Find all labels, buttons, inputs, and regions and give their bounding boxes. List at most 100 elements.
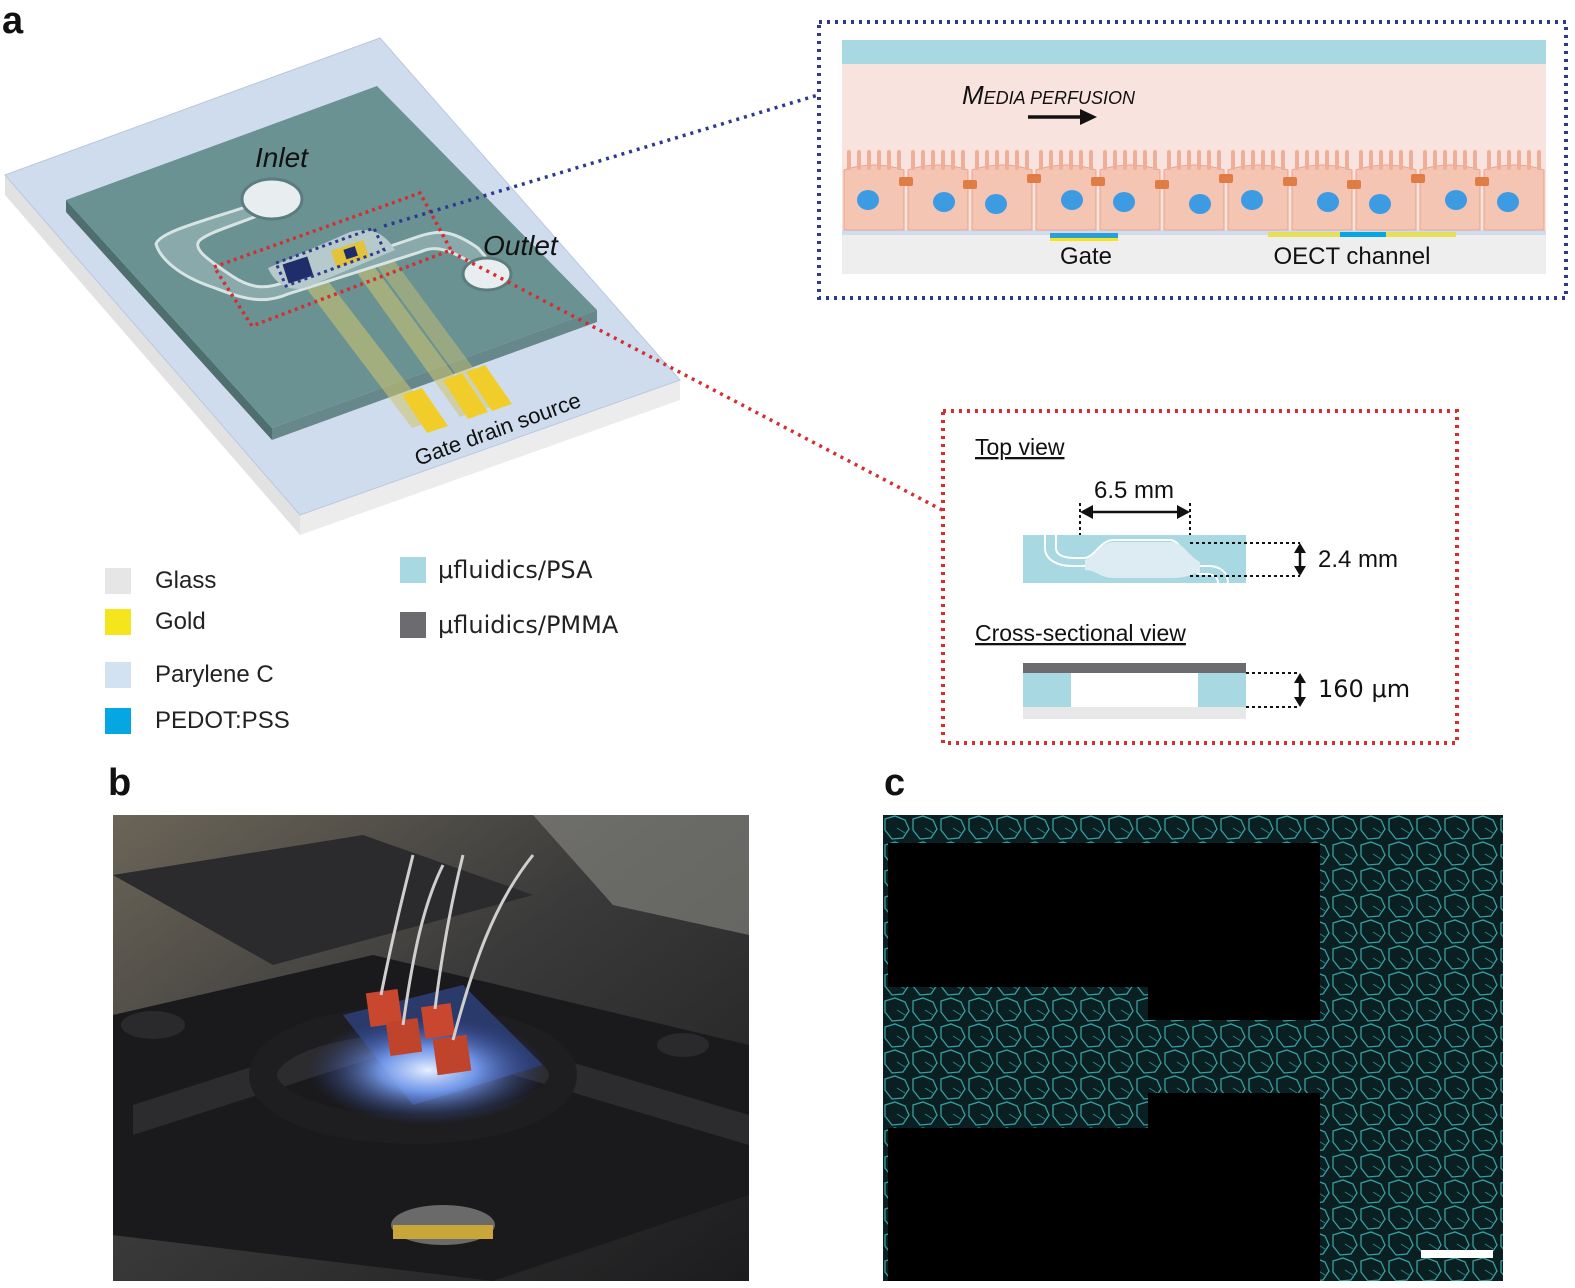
tube-holder-2 xyxy=(385,1017,423,1057)
top-view-label: Top view xyxy=(975,434,1065,460)
legend-swatch xyxy=(400,612,426,638)
cell-nucleus xyxy=(985,194,1007,214)
microscope-arm-light xyxy=(533,815,749,935)
red-connector xyxy=(450,250,945,513)
cell-nucleus xyxy=(1241,190,1263,210)
microfluidic-edge xyxy=(66,200,272,440)
gold-trace-source xyxy=(365,244,500,410)
oect-channel-pedot xyxy=(343,246,358,260)
legend-glass: Glass xyxy=(105,567,216,595)
tight-junction xyxy=(1283,177,1297,186)
tube-holder-3 xyxy=(420,1003,456,1039)
tube-holder-1 xyxy=(365,988,403,1028)
media-perfusion-arrowhead xyxy=(1080,109,1097,125)
legend-label: μfluidics/PSA xyxy=(438,556,593,584)
top-view-channel-inner xyxy=(1055,535,1219,584)
cell-nucleus xyxy=(857,190,879,210)
cross-glass xyxy=(1023,707,1246,719)
tight-junction xyxy=(1027,174,1041,183)
objective-band xyxy=(393,1225,493,1239)
red-selection-box xyxy=(211,190,454,329)
width-label: 2.4 mm xyxy=(1318,546,1398,573)
tubing-3 xyxy=(433,854,465,1010)
legend-label: μfluidics/PMMA xyxy=(438,611,619,639)
glass-edge-right xyxy=(300,380,680,535)
tight-junction xyxy=(1347,180,1361,189)
cell-nucleus xyxy=(1497,192,1519,212)
cell-monolayer xyxy=(843,150,1545,231)
cross-pmma xyxy=(1023,663,1246,673)
fluorescence-image xyxy=(883,815,1503,1281)
cross-view-label: Cross-sectional view xyxy=(975,620,1186,646)
tubing-4 xyxy=(451,854,535,1041)
cell-nucleus xyxy=(1317,192,1339,212)
inlet-label: Inlet xyxy=(255,142,309,173)
tight-junction xyxy=(963,180,977,189)
outlet-label: Outlet xyxy=(483,230,559,261)
height-label: 160 μm xyxy=(1318,675,1410,703)
media-perfusion-label: MEDIA PERFUSION xyxy=(962,80,1136,110)
gate-electrode xyxy=(282,256,314,284)
cell-nucleus xyxy=(1189,194,1211,214)
blue-connector xyxy=(383,93,819,228)
legend-swatch xyxy=(105,568,131,594)
length-arrowhead-right xyxy=(1177,505,1190,519)
width-arrowhead-bottom xyxy=(1294,566,1306,576)
scale-bar xyxy=(1421,1250,1493,1258)
inset-gate-label: Gate xyxy=(1060,243,1112,270)
height-arrowhead-top xyxy=(1294,673,1306,683)
tight-junction xyxy=(1411,174,1425,183)
glass-edge xyxy=(5,175,300,535)
legend-pmma: μfluidics/PMMA xyxy=(400,611,618,639)
panel-label-c: c xyxy=(884,762,906,804)
tubing-2 xyxy=(401,864,445,1026)
tight-junction xyxy=(899,177,913,186)
inset-source-gold xyxy=(1386,232,1456,237)
gold-pad-drain xyxy=(443,373,488,419)
cell-nucleus xyxy=(1113,192,1135,212)
legend-label: PEDOT:PSS xyxy=(155,707,290,734)
cell-nucleus xyxy=(1369,194,1391,214)
gold-trace-gate xyxy=(294,264,435,428)
tight-junction xyxy=(1219,174,1233,183)
top-view-chamber xyxy=(1085,542,1200,578)
inset-gate-gold xyxy=(1050,238,1118,241)
legend-psa: μfluidics/PSA xyxy=(400,556,593,584)
legend-gold: Gold xyxy=(105,608,206,636)
microscope-arm xyxy=(113,835,533,965)
legend-pedot: PEDOT:PSS xyxy=(105,707,290,735)
device-schematic: Inlet Outlet Gate drain source MEDIA PER… xyxy=(4,20,1568,745)
gold-pad-source xyxy=(466,365,512,411)
legend-parylene: Parylene C xyxy=(105,661,274,689)
inset-gate-electrode xyxy=(1050,233,1118,238)
tubing-1 xyxy=(379,854,415,996)
inset-channel-label: OECT channel xyxy=(1274,243,1431,270)
length-label: 6.5 mm xyxy=(1094,477,1174,504)
gold-trace-drain xyxy=(345,250,480,417)
inset-glass xyxy=(842,234,1546,274)
inset-parylene xyxy=(842,230,1546,235)
cell-nucleus xyxy=(933,192,955,212)
legend-label: Glass xyxy=(155,567,217,594)
legend-swatch xyxy=(400,557,426,583)
tight-junction xyxy=(1091,177,1105,186)
gate-electrode-shadow xyxy=(888,843,1320,1020)
tight-junction xyxy=(1475,177,1489,186)
inset-channel-pedot xyxy=(1340,232,1386,237)
cell-nucleus xyxy=(1445,190,1467,210)
cross-psa-left xyxy=(1023,673,1071,707)
length-arrowhead-left xyxy=(1080,505,1093,519)
height-arrowhead-bottom xyxy=(1294,697,1306,707)
gold-pad-gate xyxy=(402,388,448,433)
blue-selection-box xyxy=(273,226,387,288)
legend-swatch xyxy=(105,609,131,635)
stage-knob-left xyxy=(121,1011,185,1039)
legend-swatch xyxy=(105,708,131,734)
panel-label-b: b xyxy=(108,762,132,804)
width-arrowhead-top xyxy=(1294,543,1306,553)
outlet-hole xyxy=(461,256,513,292)
legend-label: Gold xyxy=(155,608,206,635)
inset-psa-lid xyxy=(842,40,1546,64)
cross-psa-right xyxy=(1198,673,1246,707)
legend-label: Parylene C xyxy=(155,661,274,688)
